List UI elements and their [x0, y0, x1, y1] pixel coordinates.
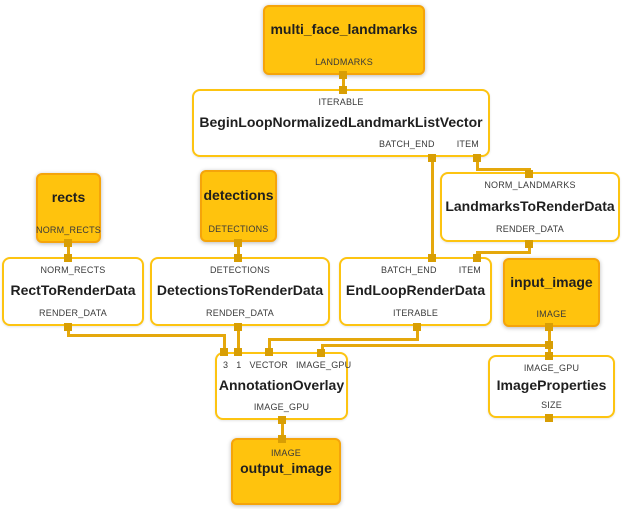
port-connector-detections-out: [234, 239, 242, 247]
port-connector-rects-out: [64, 239, 72, 247]
port-label-norm-landmarks: NORM_LANDMARKS: [484, 179, 576, 190]
edge-batchend-to-batchend: [431, 157, 434, 258]
port-connector-imageprops-size: [545, 414, 553, 422]
port-connector-iterable-in: [339, 86, 347, 94]
node-title: EndLoopRenderData: [345, 282, 486, 299]
port-label-detections: DETECTIONS: [208, 223, 269, 234]
port-connector-beginloop-batchend: [428, 154, 436, 162]
port-label-vector: VECTOR: [249, 359, 288, 370]
node-title: input_image: [510, 273, 593, 290]
node-title: detections: [203, 187, 274, 204]
edge-landmarks-to-iterable: [342, 74, 345, 91]
port-connector-normlandmarks-in: [525, 170, 533, 178]
node-title: RectToRenderData: [10, 282, 136, 299]
node-output-image[interactable]: IMAGE output_image: [231, 438, 341, 505]
port-connector-anno-1: [234, 348, 242, 356]
edge-item-to-normlandmarks-seg2: [476, 168, 531, 171]
port-connector-rectrender-in: [64, 254, 72, 262]
edge-rects-to-normrects: [67, 242, 70, 258]
port-connector-detrender-in: [234, 254, 242, 262]
port-connector-endloop-batchend: [428, 254, 436, 262]
port-label-norm-rects: NORM_RECTS: [36, 224, 102, 235]
node-input-image[interactable]: input_image IMAGE: [503, 258, 600, 327]
node-image-properties[interactable]: IMAGE_GPU ImageProperties SIZE: [488, 355, 615, 418]
port-label-norm-rects: NORM_RECTS: [40, 264, 106, 275]
edge-item-to-normlandmarks-seg1: [476, 157, 479, 169]
port-label-3: 3: [223, 359, 229, 370]
port-label-image-gpu: IMAGE_GPU: [295, 359, 352, 370]
node-rects[interactable]: rects NORM_RECTS: [36, 173, 101, 243]
port-connector-anno-vector: [265, 348, 273, 356]
port-connector-anno-imagegpu-out: [278, 416, 286, 424]
edge-renderdata-to-item-seg1: [528, 243, 531, 253]
port-connector-landmarksrender-out: [525, 240, 533, 248]
port-connector-anno-imagegpu-in: [317, 349, 325, 357]
port-label-image-gpu-out: IMAGE_GPU: [253, 401, 310, 412]
port-connector-anno-3: [220, 348, 228, 356]
node-rect-to-render-data[interactable]: NORM_RECTS RectToRenderData RENDER_DATA: [2, 257, 144, 326]
port-connector-outputimage-in: [278, 435, 286, 443]
port-label-render-data: RENDER_DATA: [39, 307, 107, 318]
port-label-batch-end: BATCH_END: [379, 138, 435, 149]
port-connector-endloop-iterable: [413, 323, 421, 331]
edge-renderdata-to-item-seg2: [476, 251, 531, 254]
node-title: ImageProperties: [496, 377, 607, 394]
port-connector-inputimage-out: [545, 323, 553, 331]
edge-iterable-to-vector-seg2: [268, 338, 419, 341]
port-label-detections: DETECTIONS: [209, 264, 270, 275]
port-connector-landmarks-out: [339, 71, 347, 79]
port-label-iterable: ITERABLE: [392, 307, 439, 318]
port-connector-imageprops-imagegpu: [545, 352, 553, 360]
edge-image-to-annoimagegpu-seg1: [321, 344, 551, 347]
edge-rectrender-to-anno3-seg3: [223, 334, 226, 353]
port-label-image-gpu: IMAGE_GPU: [523, 362, 580, 373]
node-title: AnnotationOverlay: [218, 376, 345, 393]
port-label-image: IMAGE: [536, 308, 567, 319]
node-begin-loop-normalized-landmark-list-vector[interactable]: ITERABLE BeginLoopNormalizedLandmarkList…: [192, 89, 490, 157]
node-annotation-overlay[interactable]: 3 1 VECTOR IMAGE_GPU AnnotationOverlay I…: [215, 352, 352, 420]
port-connector-detrender-out: [234, 323, 242, 331]
node-title: rects: [51, 189, 86, 206]
node-multi-face-landmarks[interactable]: multi_face_landmarks LANDMARKS: [263, 5, 425, 75]
edge-detrender-to-anno1: [237, 326, 240, 353]
port-connector-beginloop-item: [473, 154, 481, 162]
edge-detections-to-detections: [237, 242, 240, 258]
port-label-item: ITEM: [458, 264, 481, 275]
edge-rectrender-to-anno3-seg2: [67, 334, 226, 337]
port-label-1: 1: [236, 359, 242, 370]
node-end-loop-render-data[interactable]: BATCH_END ITEM EndLoopRenderData ITERABL…: [339, 257, 492, 326]
edge-iterable-to-vector-seg3: [268, 338, 271, 353]
node-detections[interactable]: detections DETECTIONS: [200, 170, 277, 242]
node-landmarks-to-render-data[interactable]: NORM_LANDMARKS LandmarksToRenderData REN…: [440, 172, 620, 242]
port-label-render-data: RENDER_DATA: [496, 223, 564, 234]
node-detections-to-render-data[interactable]: DETECTIONS DetectionsToRenderData RENDER…: [150, 257, 330, 326]
edge-iterable-to-vector-seg1: [416, 326, 419, 340]
port-label-size: SIZE: [541, 399, 562, 410]
port-connector-endloop-item: [473, 254, 481, 262]
port-label-image: IMAGE: [270, 447, 301, 458]
port-connector-image-junction: [545, 341, 553, 349]
port-label-item: ITEM: [456, 138, 479, 149]
port-label-iterable: ITERABLE: [318, 96, 364, 107]
node-title: LandmarksToRenderData: [445, 197, 615, 214]
edge-annoimagegpu-to-output: [281, 420, 284, 440]
node-title: BeginLoopNormalizedLandmarkListVector: [199, 113, 483, 130]
port-label-batch-end: BATCH_END: [381, 264, 437, 275]
edge-rectrender-to-anno3-seg1: [67, 326, 70, 336]
port-connector-rectrender-out: [64, 323, 72, 331]
port-label-landmarks: LANDMARKS: [315, 56, 373, 67]
node-title: output_image: [240, 460, 332, 476]
node-title: multi_face_landmarks: [270, 21, 418, 38]
port-label-render-data: RENDER_DATA: [206, 307, 274, 318]
node-title: DetectionsToRenderData: [156, 282, 324, 299]
